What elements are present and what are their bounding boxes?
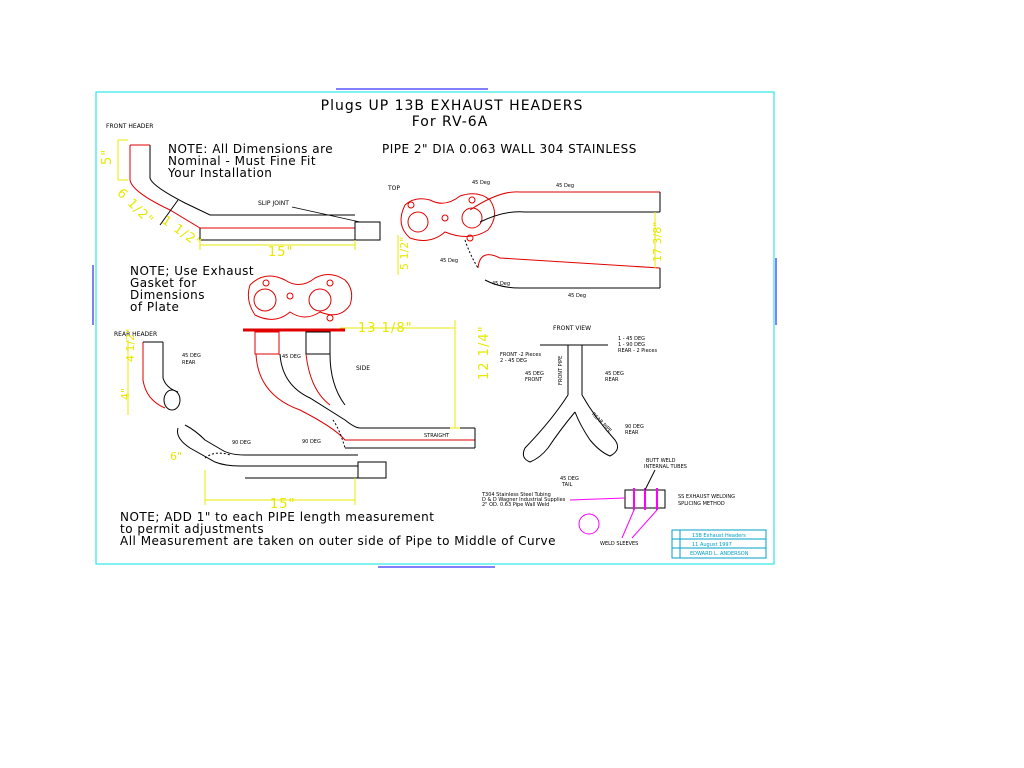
label-top: TOP	[387, 185, 400, 192]
top-view-plate	[400, 193, 495, 242]
label-fv-rear-1: 45 DEG	[605, 371, 624, 377]
label-slip-joint: SLIP JOINT	[258, 200, 289, 207]
label-45deg-d: 45 Deg	[492, 281, 510, 287]
label-fv-rear2-1: 90 DEG	[625, 424, 644, 430]
pipe-spec: PIPE 2" DIA 0.063 WALL 304 STAINLESS	[382, 142, 637, 156]
note-add-2: to permit adjustments	[120, 522, 264, 536]
dim-5-1-2: 5 1/2"	[398, 237, 411, 270]
label-45deg-c: 45 Deg	[440, 258, 458, 264]
label-tail-1: 45 DEG	[560, 476, 579, 482]
label-straight: STRAIGHT	[424, 433, 450, 439]
label-rear-45deg-1: 45 DEG	[182, 353, 201, 359]
label-fv-front-1: 45 DEG	[525, 371, 544, 377]
label-side: SIDE	[356, 365, 370, 372]
label-butt-weld-1: BUTT WELD	[646, 458, 676, 464]
label-weld-sleeves: WELD SLEEVES	[600, 541, 638, 547]
label-pieces-3: REAR - 2 Pieces	[618, 348, 657, 354]
gasket-plate	[247, 274, 353, 322]
label-90deg-a: 90 DEG	[232, 440, 251, 446]
drawing-border	[95, 91, 775, 565]
label-fv-rear-2: REAR	[605, 377, 619, 383]
title-block	[671, 529, 767, 559]
note-dimensions-3: Your Installation	[167, 166, 272, 180]
label-ss-welding-2: SPLICING METHOD	[678, 501, 725, 507]
label-pieces-2: 1 - 90 DEG	[618, 342, 645, 348]
note-gasket-3: Dimensions	[130, 288, 205, 302]
label-45deg-b: 45 Deg	[556, 183, 574, 189]
label-fv-rear2-2: REAR	[625, 430, 639, 436]
label-rear-pipe: REAR PIPE	[590, 412, 612, 434]
dim-15-bottom: 15"	[270, 497, 296, 512]
label-side-45deg: 45 DEG	[282, 354, 301, 360]
title-line-1: Plugs UP 13B EXHAUST HEADERS	[321, 98, 584, 114]
front-header-dims	[117, 139, 356, 250]
note-gasket-2: Gasket for	[130, 276, 197, 290]
dim-15-top: 15"	[268, 245, 294, 260]
title-block-row-2: 11 August 1997	[692, 542, 732, 548]
note-dimensions-1: NOTE: All Dimensions are	[168, 142, 333, 156]
lower-pipe	[177, 424, 387, 479]
title-line-2: For RV-6A	[412, 114, 489, 130]
dim-12-1-4: 12 1/4"	[477, 325, 492, 380]
note-add-3: All Measurement are taken on outer side …	[120, 534, 556, 548]
front-view-assembly	[522, 344, 619, 463]
dim-4-1-2: 4 1/2"	[124, 329, 137, 362]
dim-6: 6"	[170, 450, 182, 463]
lower-pipe-dims	[204, 470, 356, 505]
label-tail-2: TAIL	[561, 482, 573, 488]
label-front-pieces-1: FRONT -2 Pieces	[500, 352, 541, 358]
dim-5: 5"	[100, 149, 115, 165]
weld-detail	[569, 469, 666, 539]
title-block-row-1: 13B Exhaust Headers	[692, 533, 746, 539]
note-add-1: NOTE; ADD 1" to each PIPE length measure…	[120, 510, 434, 524]
side-view-dims	[340, 320, 460, 429]
dim-13-1-8: 13 1/8"	[358, 321, 413, 336]
label-rear-header: REAR HEADER	[114, 331, 157, 338]
dim-6-1-2: 6 1/2"	[114, 186, 157, 229]
label-45deg-a: 45 Deg	[472, 180, 490, 186]
label-tubing-3: 2" OD. 0.63 Pipe Wall Weld	[482, 502, 549, 508]
label-tubing-2: D & D Wagner Industrial Supplies	[482, 497, 566, 503]
label-front-pieces-2: 2 - 45 DEG	[500, 358, 527, 364]
dim-1-1-2: 1 1/2"	[159, 213, 205, 251]
label-front-header: FRONT HEADER	[106, 123, 153, 130]
dim-4: 4"	[119, 388, 132, 400]
label-fv-front-2: FRONT	[525, 377, 543, 383]
rear-header-pipe	[142, 341, 181, 411]
label-ss-welding-1: SS EXHAUST WELDING	[678, 494, 735, 500]
top-view-pipes	[464, 191, 661, 289]
side-view	[243, 328, 476, 449]
label-pieces-1: 1 - 45 DEG	[618, 336, 645, 342]
label-45deg-e: 45 Deg	[568, 293, 586, 299]
label-front-pipe: FRONT PIPE	[558, 356, 564, 385]
note-gasket-4: of Plate	[130, 300, 179, 314]
label-tubing-1: T304 Stainless Steel Tubing	[481, 492, 551, 498]
title-block-row-3: EDWARD L. ANDERSON	[690, 551, 749, 557]
label-butt-weld-2: INTERNAL TUBES	[644, 464, 687, 470]
top-view-dims	[397, 212, 656, 275]
label-90deg-b: 90 DEG	[302, 439, 321, 445]
dim-17-3-8: 17 3/8"	[651, 222, 664, 262]
front-header-pipe	[129, 144, 381, 241]
label-rear-45deg-2: REAR	[182, 360, 196, 366]
label-front-view: FRONT VIEW	[553, 325, 591, 332]
note-gasket-1: NOTE; Use Exhaust	[130, 264, 254, 278]
note-dimensions-2: Nominal - Must Fine Fit	[168, 154, 316, 168]
